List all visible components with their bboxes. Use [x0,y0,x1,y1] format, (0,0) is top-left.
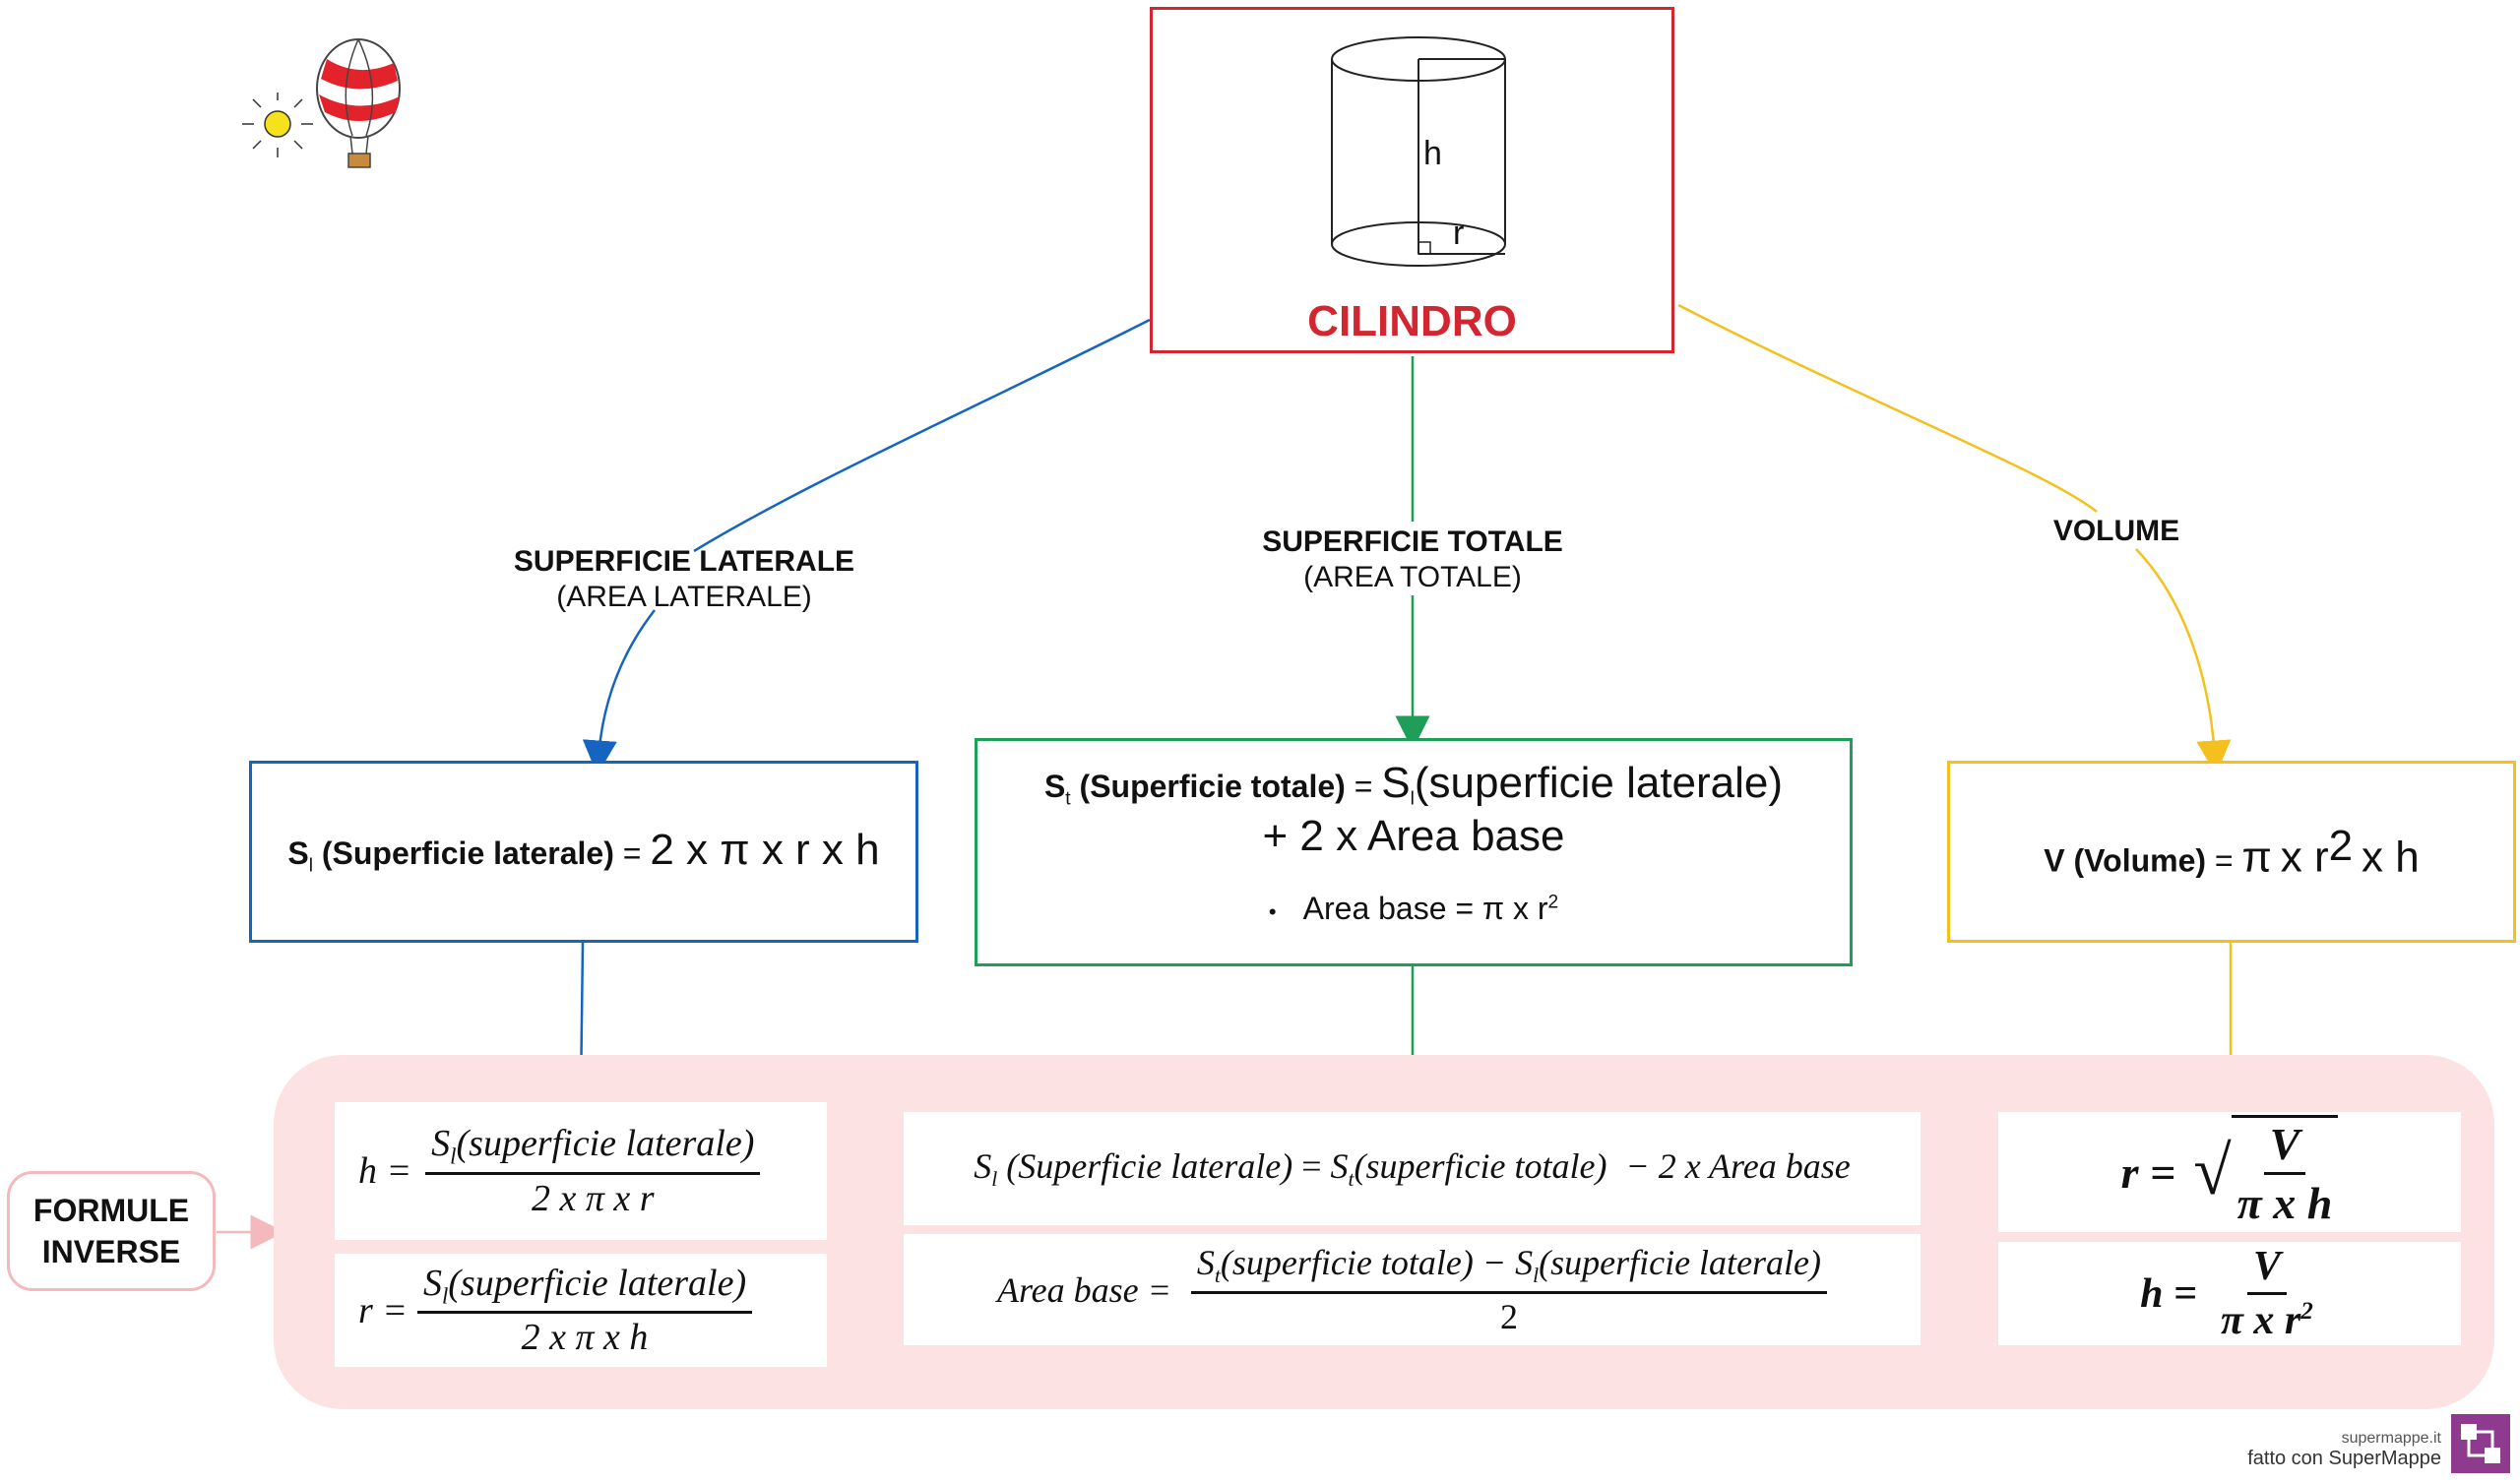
fraction: Sl(superficie laterale) 2 x π x r [425,1122,761,1220]
area-base-note: • Area base = π x r2 [1268,891,1559,927]
inverse-totale-lateral: Sl (Superficie laterale) = St(superficie… [904,1112,1921,1225]
sun-icon [242,93,313,157]
connector-volume-arrow [2135,548,2232,775]
cylinder-h-label: h [1423,135,1442,172]
fraction: V π x r2 [2220,1244,2313,1343]
balloon-icon [242,38,401,168]
label-superficie-totale: SUPERFICIE TOTALE (AREA TOTALE) [1262,525,1563,593]
formule-inverse-label: FORMULE INVERSE [7,1171,216,1291]
inverse-volume-r: r = √ V π x h [1998,1112,2461,1232]
cylinder-icon [1331,36,1506,267]
inverse-totale-area-base: Area base = St(superficie totale) − Sl(s… [904,1234,1921,1345]
footer-site[interactable]: supermappe.it [2341,1430,2441,1447]
box-volume: V (Volume) = π x r2 x h [1947,761,2516,943]
cylinder-r-label: r [1453,215,1465,252]
footer-made-with[interactable]: fatto con SuperMappe [2247,1448,2441,1469]
label-volume: VOLUME [2052,515,2180,547]
cilindro-title: CILINDRO [1307,297,1517,345]
fraction: St(superficie totale) − Sl(superficie la… [1190,1242,1828,1336]
totale-line2: + 2 x Area base [1262,812,1565,861]
box-superficie-laterale: Sl (Superficie laterale) = 2 x π x r x h [249,761,918,943]
sqrt-sign: √ [2193,1134,2232,1209]
connector-volume-top [1677,303,2098,513]
fraction: V π x h [2231,1115,2339,1229]
connector-laterale-top [693,318,1151,553]
label-superficie-laterale: SUPERFICIE LATERALE (AREA LATERALE) [513,545,855,613]
connector-laterale-arrow [582,609,656,775]
inverse-volume-h: h = V π x r2 [1998,1242,2461,1345]
supermappe-logo-icon[interactable] [2451,1414,2510,1473]
box-superficie-totale: St (Superficie totale) = Sl(superficie l… [975,738,1853,966]
inverse-laterale-h: h = Sl(superficie laterale) 2 x π x r [335,1102,827,1240]
cilindro-box: h r CILINDRO [1150,7,1674,353]
fraction: Sl(superficie laterale) 2 x π x h [416,1262,753,1360]
inverse-laterale-r: r = Sl(superficie laterale) 2 x π x h [335,1254,827,1367]
